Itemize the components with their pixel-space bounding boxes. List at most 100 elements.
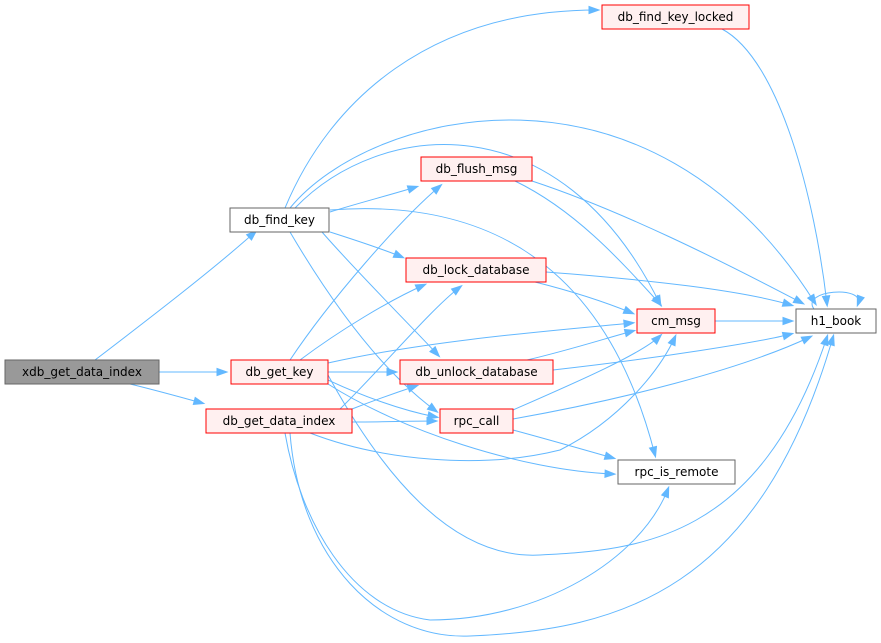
arrowhead (604, 469, 617, 478)
arrowhead (450, 284, 463, 296)
arrowhead (648, 445, 658, 459)
arrowhead (856, 294, 865, 308)
edge-line (309, 336, 676, 462)
edge-db_find_key-to-db_unlock_database (321, 231, 441, 358)
arrowhead (782, 316, 795, 326)
node-db-flush-msg[interactable]: db_flush_msg (420, 156, 533, 182)
arrowhead (660, 485, 670, 499)
node-label: db_find_key_locked (618, 10, 734, 24)
edge-line (526, 330, 634, 361)
node-cm-msg[interactable]: cm_msg (636, 308, 716, 334)
edge-db_flush_msg-to-cm_msg (514, 180, 663, 307)
edge-db_lock_database-to-cm_msg (534, 281, 636, 315)
edge-line (534, 281, 633, 314)
node-box[interactable] (229, 207, 330, 233)
arrowhead (588, 5, 601, 15)
edge-line (284, 432, 669, 621)
edge-line (327, 379, 437, 418)
edge-xdb_get_data_index-to-db_get_data_index (129, 383, 206, 405)
edge-line (289, 185, 441, 361)
edge-line (299, 284, 425, 361)
arrowhead (426, 416, 439, 426)
node-box[interactable] (205, 408, 353, 434)
edge-line (512, 335, 661, 411)
node-box[interactable] (4, 359, 160, 385)
edge-line (294, 144, 661, 305)
node-rpc-is-remote[interactable]: rpc_is_remote (617, 459, 736, 485)
arrowhead (216, 367, 229, 377)
edge-db_get_key-to-h1_book (327, 333, 829, 556)
node-box[interactable] (405, 257, 547, 283)
node-db-find-key-locked[interactable]: db_find_key_locked (601, 4, 750, 30)
arrowhead (406, 384, 420, 393)
arrowhead (806, 293, 817, 306)
edge-db_get_key-to-db_flush_msg (289, 183, 443, 361)
edge-line (327, 336, 828, 556)
edge-xdb_get_data_index-to-db_find_key (94, 229, 258, 361)
edge-db_get_key-to-cm_msg (327, 319, 636, 364)
edge-db_find_key-to-rpc_call (289, 231, 439, 414)
edge-xdb_get_data_index-to-db_get_key (159, 367, 229, 377)
edge-line (351, 420, 436, 423)
edge-line (327, 383, 614, 475)
arrowhead (406, 185, 420, 194)
edge-db_get_key-to-rpc_call (327, 379, 440, 420)
edge-line (811, 291, 859, 310)
arrowhead (667, 333, 677, 347)
node-db-find-key[interactable]: db_find_key (229, 207, 330, 233)
arrowhead (622, 305, 636, 315)
node-box[interactable] (230, 359, 329, 385)
arrowhead (429, 345, 441, 358)
node-label: db_unlock_database (415, 365, 537, 379)
arrowhead (792, 295, 806, 305)
node-box[interactable] (601, 4, 750, 30)
edge-db_get_data_index-to-rpc_call (351, 416, 439, 426)
edge-line (129, 383, 203, 404)
edge-db_unlock_database-to-cm_msg (526, 328, 637, 361)
node-label: db_lock_database (422, 263, 529, 277)
arrowhead (781, 331, 795, 341)
edge-rpc_call-to-rpc_is_remote (512, 429, 617, 460)
node-box[interactable] (399, 359, 554, 385)
node-box[interactable] (617, 459, 736, 485)
arrowhead (826, 333, 835, 347)
node-label: db_get_data_index (223, 414, 336, 428)
node-xdb-get-data-index[interactable]: xdb_get_data_index (4, 359, 160, 385)
edge-db_find_key-to-db_find_key_locked (284, 5, 601, 209)
node-db-lock-database[interactable]: db_lock_database (405, 257, 547, 283)
node-db-get-data-index[interactable]: db_get_data_index (205, 408, 353, 434)
arrowhead (623, 319, 636, 329)
edge-db_find_key-to-db_flush_msg (329, 185, 420, 213)
node-box[interactable] (795, 308, 877, 334)
node-rpc-call[interactable]: rpc_call (439, 408, 514, 434)
edge-h1_book-to-h1_book (811, 291, 865, 310)
edge-rpc_call-to-cm_msg (512, 333, 663, 411)
node-box[interactable] (439, 408, 514, 434)
edge-cm_msg-to-h1_book (715, 316, 795, 326)
node-db-unlock-database[interactable]: db_unlock_database (399, 359, 554, 385)
arrowhead (414, 283, 428, 293)
node-h1-book[interactable]: h1_book (795, 308, 877, 334)
edge-line (721, 28, 828, 305)
edge-db_get_data_index-to-db_lock_database (339, 284, 463, 410)
edge-line (284, 9, 598, 209)
edge-line (289, 336, 834, 637)
edge-line (545, 271, 792, 306)
edge-db_get_data_index-to-rpc_is_remote (284, 432, 670, 621)
edge-db_lock_database-to-h1_book (545, 271, 795, 307)
node-box[interactable] (636, 308, 716, 334)
arrowhead (192, 396, 206, 405)
node-label: db_flush_msg (436, 162, 518, 176)
edge-line (94, 231, 256, 361)
node-db-get-key[interactable]: db_get_key (230, 359, 329, 385)
edges-layer (94, 5, 865, 637)
arrowhead (820, 333, 829, 347)
nodes-layer: xdb_get_data_indexdb_find_keydb_get_keyd… (4, 4, 877, 485)
arrowhead (821, 295, 831, 308)
node-box[interactable] (420, 156, 533, 182)
edge-line (512, 336, 811, 420)
edge-db_get_key-to-rpc_is_remote (327, 383, 617, 478)
edge-db_find_key_locked-to-h1_book (721, 28, 831, 308)
arrowhead (386, 367, 399, 377)
